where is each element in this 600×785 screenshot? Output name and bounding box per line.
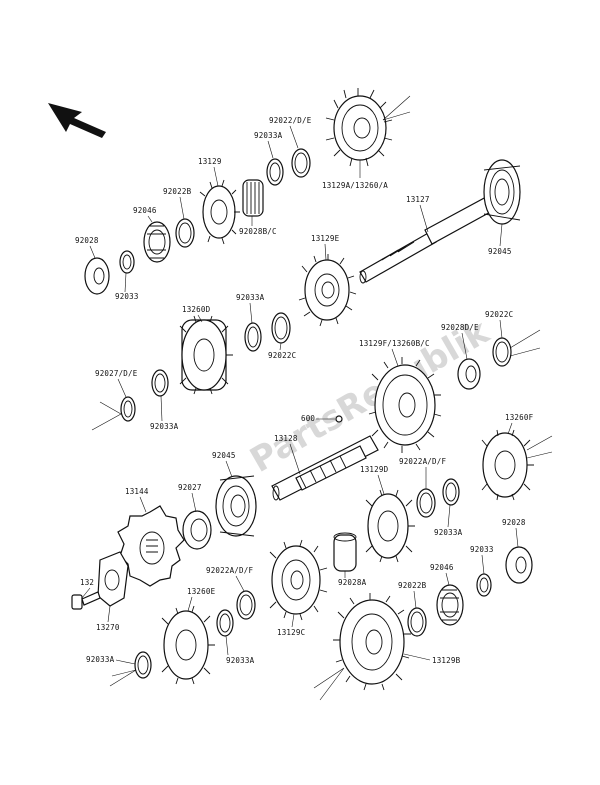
gear-13129f — [368, 357, 442, 453]
label-13129a: 13129A/13260/A — [322, 181, 388, 190]
washer-92033-right — [476, 573, 492, 597]
label-92028bc: 92028B/C — [239, 227, 277, 236]
label-92033a-mid: 92033A — [236, 293, 265, 302]
label-92045-mid: 92045 — [212, 451, 236, 460]
label-92022b-top: 92022B — [163, 187, 192, 196]
label-13129b: 13129B — [432, 656, 461, 665]
output-shaft — [359, 195, 495, 284]
gear-13129c — [269, 539, 328, 621]
label-92045-right: 92045 — [488, 247, 512, 256]
washer-92033a-r2 — [442, 478, 460, 506]
collar-92028de — [457, 358, 481, 390]
washer-92033a-mid — [244, 322, 262, 352]
bush-92028a — [333, 532, 357, 572]
label-132: 132 — [80, 578, 94, 587]
circlip-92022b-bottom — [407, 607, 427, 637]
circlip-92022c-mid — [271, 312, 291, 344]
oil-seal-92027 — [182, 510, 212, 550]
washer-92033a-bottom-center — [216, 609, 234, 637]
label-92033a-bottom-left: 92033A — [86, 655, 115, 664]
collar-92028-right — [505, 546, 533, 584]
label-92022c-right: 92022C — [485, 310, 513, 319]
circlip-92022adf-right — [416, 488, 436, 518]
circlip-92022de-top — [291, 148, 311, 178]
bearing-92045-right — [483, 159, 521, 225]
label-92046-top: 92046 — [133, 206, 157, 215]
label-13129c: 13129C — [277, 628, 305, 637]
gear-13129e — [298, 254, 357, 327]
needle-bearing-92046-top — [143, 221, 171, 263]
label-600: 600 — [301, 414, 315, 423]
label-92022b-bottom: 92022B — [398, 581, 427, 590]
part-labels: 92022/D/E 92033A 13129 92022B 92046 9202… — [75, 116, 534, 665]
label-13129: 13129 — [198, 157, 222, 166]
label-13127: 13127 — [406, 195, 430, 204]
gear-13129 — [199, 179, 240, 245]
label-92033a-r2: 92033A — [434, 528, 463, 537]
front-direction-arrow-icon — [48, 103, 106, 138]
label-92046-bottom: 92046 — [430, 563, 454, 572]
washer-92033a-top — [266, 158, 284, 186]
collar-92028-left — [84, 257, 110, 295]
gear-13129d — [365, 489, 415, 563]
bearing-92045-mid — [215, 475, 257, 537]
label-92033a-left: 92033A — [150, 422, 179, 431]
label-92028a: 92028A — [338, 578, 367, 587]
label-92022adf: 92022A/D/F — [206, 566, 253, 575]
gear-13129b — [333, 593, 411, 691]
label-92028-right: 92028 — [502, 518, 526, 527]
label-92028-left: 92028 — [75, 236, 99, 245]
label-92022de-top: 92022/D/E — [269, 116, 312, 125]
label-92022c-mid: 92022C — [268, 351, 296, 360]
sprocket-holder-13270 — [97, 551, 129, 607]
label-13144: 13144 — [125, 487, 149, 496]
label-92033-left: 92033 — [115, 292, 139, 301]
label-13270: 13270 — [96, 623, 120, 632]
sprocket-13144 — [117, 505, 185, 587]
label-13129f: 13129F/13260B/C — [359, 339, 430, 348]
label-13129d: 13129D — [360, 465, 389, 474]
label-13128: 13128 — [274, 434, 298, 443]
label-92033-right: 92033 — [470, 545, 494, 554]
washer-92027de — [120, 396, 136, 422]
bolt-132 — [71, 591, 101, 610]
washer-92033-left — [119, 250, 135, 274]
label-13260f: 13260F — [505, 413, 534, 422]
needle-bearing-92028bc — [242, 179, 264, 217]
label-92022adf-right: 92022A/D/F — [399, 457, 446, 466]
washer-92033a-left — [151, 369, 169, 397]
label-13260d: 13260D — [182, 305, 211, 314]
pin-600 — [335, 415, 343, 423]
circlip-92022c-right — [492, 337, 512, 367]
label-13129e: 13129E — [311, 234, 340, 243]
label-92033a-top: 92033A — [254, 131, 283, 140]
label-92027de: 92027/D/E — [95, 369, 138, 378]
washer-92033a-bottom-left — [134, 651, 152, 679]
gear-13129a — [325, 88, 393, 167]
needle-bearing-92046-bottom — [436, 584, 464, 626]
gear-13260e — [161, 605, 215, 685]
gear-13260f — [481, 429, 534, 501]
circlip-92022adf-bottom — [236, 590, 256, 620]
label-13260e: 13260E — [187, 587, 216, 596]
input-shaft-13128 — [271, 435, 379, 501]
label-92028de: 92028D/E — [441, 323, 479, 332]
circlip-92022b-top — [175, 218, 195, 248]
label-92027: 92027 — [178, 483, 202, 492]
gear-13260d — [179, 315, 233, 395]
label-92033a-bottom-center: 92033A — [226, 656, 255, 665]
